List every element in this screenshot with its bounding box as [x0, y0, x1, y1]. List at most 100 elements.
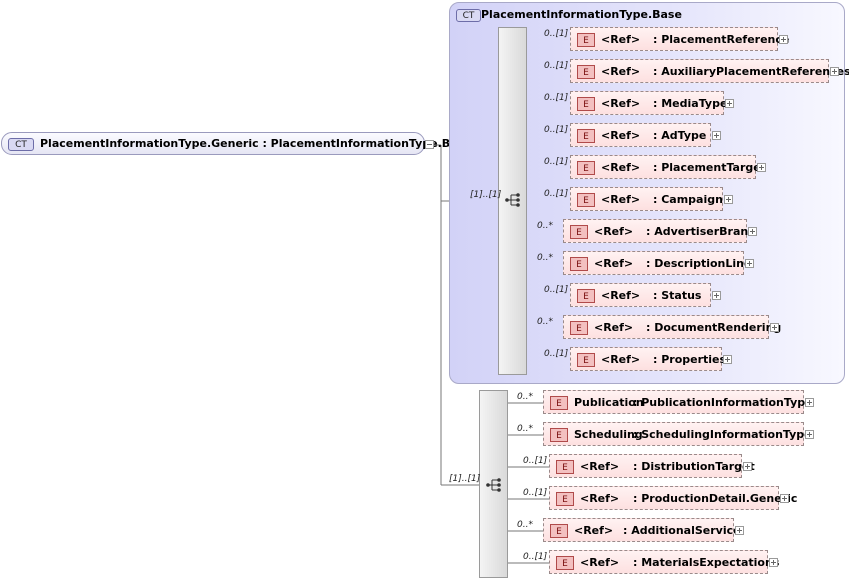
element-type: : DescriptionLine	[646, 257, 752, 270]
element-type: : MaterialsExpectations	[633, 556, 780, 569]
element-name: <Ref>	[594, 225, 634, 238]
expand-icon[interactable]	[779, 35, 788, 44]
expand-icon[interactable]	[712, 131, 721, 140]
element-cardinality: 0..[1]	[544, 61, 569, 71]
root-type-label: PlacementInformationType.Generic : Place…	[40, 137, 472, 150]
element-type: : AuxiliaryPlacementReferences	[653, 65, 849, 78]
element-badge-icon: E	[577, 129, 595, 143]
element-name: <Ref>	[601, 161, 641, 174]
sequence-icon	[486, 478, 501, 492]
element-cardinality: 0..*	[517, 424, 533, 434]
element-cardinality: 0..[1]	[523, 456, 548, 466]
element-type: : Campaign	[653, 193, 723, 206]
element-cardinality: 0..*	[537, 221, 553, 231]
generic-sequence-cardinality: [1]..[1]	[449, 474, 481, 484]
element-name: <Ref>	[580, 460, 620, 473]
expand-icon[interactable]	[723, 355, 732, 364]
element-badge-icon: E	[556, 492, 574, 506]
element-type: : PlacementReference	[653, 33, 790, 46]
ct-badge-icon: CT	[8, 138, 34, 151]
element-type: : DocumentRendering	[646, 321, 782, 334]
expand-icon[interactable]	[725, 99, 734, 108]
element-type: : AdType	[653, 129, 707, 142]
element-type: : PublicationInformationType	[633, 396, 813, 409]
element-badge-icon: E	[556, 460, 574, 474]
root-complex-type[interactable]: CT PlacementInformationType.Generic : Pl…	[1, 132, 472, 155]
expand-icon[interactable]	[757, 163, 766, 172]
base-element[interactable]: E <Ref> : AuxiliaryPlacementReferences	[570, 59, 849, 83]
element-name: <Ref>	[580, 492, 620, 505]
element-type: : Status	[653, 289, 702, 302]
base-element[interactable]: E <Ref> : PlacementReference	[570, 27, 789, 51]
base-sequence-cardinality: [1]..[1]	[470, 190, 502, 200]
element-name: <Ref>	[601, 353, 641, 366]
element-name: <Ref>	[601, 65, 641, 78]
element-cardinality: 0..[1]	[544, 125, 569, 135]
element-badge-icon: E	[577, 65, 595, 79]
element-cardinality: 0..*	[537, 317, 553, 327]
element-cardinality: 0..*	[517, 392, 533, 402]
element-type: : MediaType	[653, 97, 728, 110]
element-badge-icon: E	[570, 257, 588, 271]
expand-icon[interactable]	[805, 430, 814, 439]
expand-icon[interactable]	[770, 323, 779, 332]
element-badge-icon: E	[577, 289, 595, 303]
expand-icon[interactable]	[769, 558, 778, 567]
base-element[interactable]: E<Ref>: Campaign	[570, 187, 723, 211]
element-badge-icon: E	[556, 556, 574, 570]
base-element[interactable]: E <Ref> : Status	[570, 283, 711, 307]
expand-icon[interactable]	[805, 398, 814, 407]
collapse-icon[interactable]	[425, 140, 434, 149]
element-badge-icon: E	[577, 33, 595, 47]
element-name: <Ref>	[574, 524, 614, 537]
element-cardinality: 0..[1]	[544, 285, 569, 295]
element-type: : AdvertiserBrand	[646, 225, 757, 238]
expand-icon[interactable]	[712, 291, 721, 300]
generic-element[interactable]: E <Ref> : AdditionalService	[543, 518, 741, 542]
element-name: <Ref>	[594, 321, 634, 334]
expand-icon[interactable]	[743, 462, 752, 471]
element-name: Publication	[574, 396, 644, 409]
expand-icon[interactable]	[830, 67, 839, 76]
element-badge-icon: E	[577, 353, 595, 367]
element-type: : SchedulingInformationType	[633, 428, 812, 441]
element-name: <Ref>	[601, 33, 641, 46]
expand-icon[interactable]	[748, 227, 757, 236]
element-name: <Ref>	[601, 193, 641, 206]
generic-element[interactable]: E<Ref>: MaterialsExpectations	[549, 550, 779, 574]
element-cardinality: 0..[1]	[544, 349, 569, 359]
element-name: <Ref>	[601, 97, 641, 110]
element-cardinality: 0..[1]	[523, 488, 548, 498]
expand-icon[interactable]	[745, 259, 754, 268]
base-element[interactable]: E<Ref>: PlacementTarget	[570, 155, 766, 179]
element-cardinality: 0..*	[537, 253, 553, 263]
base-element[interactable]: E<Ref>: Properties	[570, 347, 726, 371]
ct-badge-icon: CT	[456, 9, 481, 22]
base-element[interactable]: E<Ref>: DescriptionLine	[563, 251, 751, 275]
element-cardinality: 0..[1]	[544, 29, 569, 39]
base-element[interactable]: E<Ref>: AdvertiserBrand	[563, 219, 756, 243]
base-element[interactable]: E<Ref>: MediaType	[570, 91, 728, 115]
generic-element[interactable]: E <Ref> : ProductionDetail.Generic	[549, 486, 797, 510]
expand-icon[interactable]	[780, 494, 789, 503]
expand-icon[interactable]	[724, 195, 733, 204]
expand-icon[interactable]	[735, 526, 744, 535]
generic-sequence-compositor[interactable]	[479, 390, 508, 578]
base-element[interactable]: E <Ref> : DocumentRendering	[563, 315, 781, 339]
element-badge-icon: E	[550, 428, 568, 442]
element-type: : ProductionDetail.Generic	[633, 492, 798, 505]
element-badge-icon: E	[550, 524, 568, 538]
base-element[interactable]: E<Ref>: AdType	[570, 123, 711, 147]
generic-element[interactable]: E<Ref>: DistributionTarget	[549, 454, 755, 478]
element-type: : AdditionalService	[623, 524, 741, 537]
element-badge-icon: E	[577, 161, 595, 175]
base-type-label: PlacementInformationType.Base	[481, 8, 682, 21]
element-badge-icon: E	[570, 321, 588, 335]
element-name: <Ref>	[601, 289, 641, 302]
element-cardinality: 0..*	[517, 520, 533, 530]
element-cardinality: 0..[1]	[544, 189, 569, 199]
base-sequence-compositor[interactable]	[498, 27, 527, 375]
element-cardinality: 0..[1]	[544, 157, 569, 167]
